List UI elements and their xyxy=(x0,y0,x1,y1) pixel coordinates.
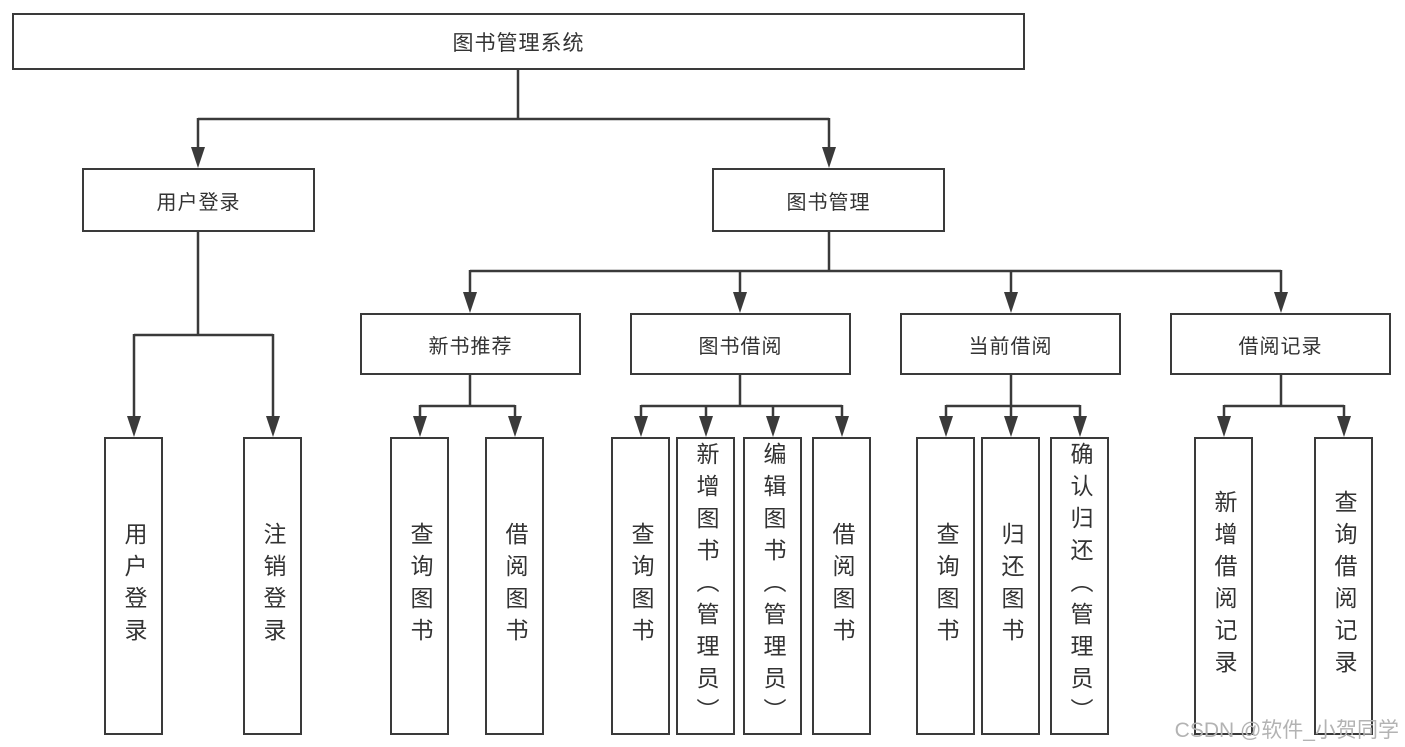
leaf-query-borrow-record: 查询借阅记录 xyxy=(1314,437,1373,735)
leaf-add-borrow-record: 新增借阅记录 xyxy=(1194,437,1253,735)
leaf-borrow-books-recommend: 借阅图书 xyxy=(485,437,544,735)
leaf-logout: 注销登录 xyxy=(243,437,302,735)
node-user-login: 用户登录 xyxy=(82,168,315,232)
csdn-watermark: CSDN @软件_小贺同学 xyxy=(1174,719,1399,742)
leaf-user-login: 用户登录 xyxy=(104,437,163,735)
node-borrow-records: 借阅记录 xyxy=(1170,313,1391,375)
tree-edges xyxy=(132,70,1346,418)
leaf-query-books-current: 查询图书 xyxy=(916,437,975,735)
leaf-confirm-return-admin: 确认归还（管理员） xyxy=(1050,437,1109,735)
leaf-borrow-books: 借阅图书 xyxy=(812,437,871,735)
node-system-root: 图书管理系统 xyxy=(12,13,1025,70)
leaf-query-books-borrow: 查询图书 xyxy=(611,437,670,735)
leaf-add-books-admin: 新增图书（管理员） xyxy=(676,437,735,735)
leaf-return-books: 归还图书 xyxy=(981,437,1040,735)
node-book-borrow: 图书借阅 xyxy=(630,313,851,375)
node-book-management: 图书管理 xyxy=(712,168,945,232)
leaf-query-books-recommend: 查询图书 xyxy=(390,437,449,735)
node-new-book-recommend: 新书推荐 xyxy=(360,313,581,375)
arrowheads xyxy=(127,147,1351,437)
leaf-edit-books-admin: 编辑图书（管理员） xyxy=(743,437,802,735)
node-current-borrow: 当前借阅 xyxy=(900,313,1121,375)
